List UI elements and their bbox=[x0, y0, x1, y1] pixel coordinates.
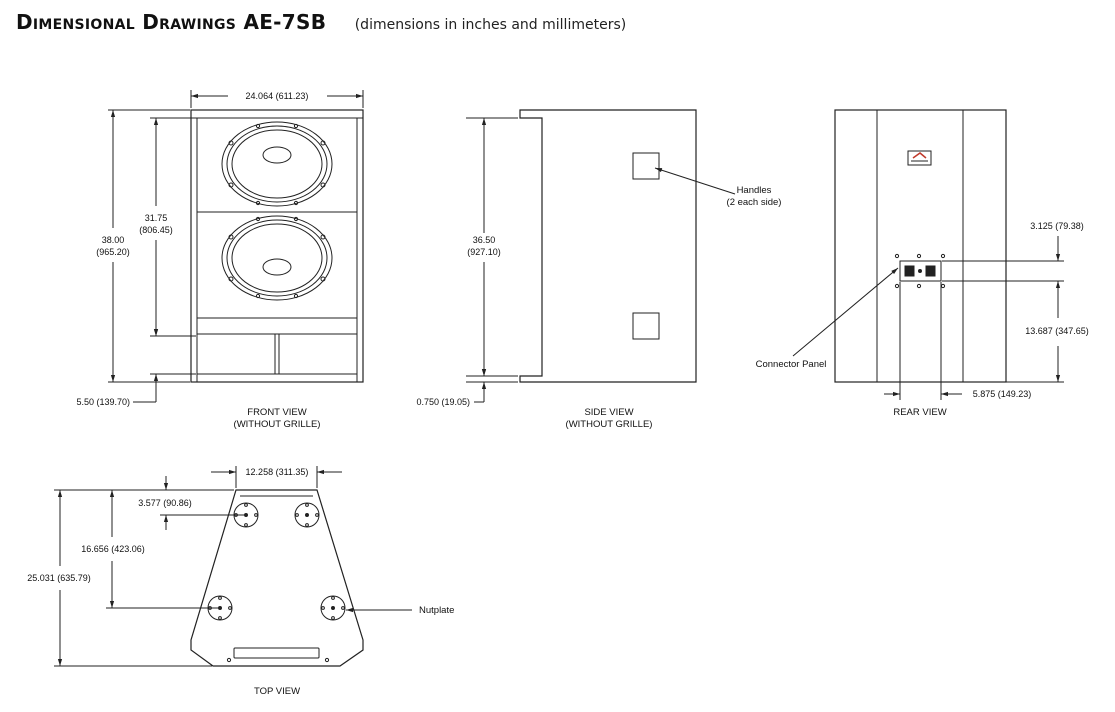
side-height-in: 36.50 bbox=[473, 235, 496, 245]
page-header: Dimensional Drawings AE-7SB (dimensions … bbox=[16, 10, 626, 40]
nutplate-rear-right bbox=[320, 595, 346, 621]
front-base-dim: 5.50 (139.70) bbox=[76, 397, 130, 407]
top-nut-inset-dim: 3.577 (90.86) bbox=[138, 498, 192, 508]
rear-view-title: REAR VIEW bbox=[893, 407, 946, 418]
front-width-dim: 24.064 (611.23) bbox=[246, 91, 309, 101]
front-view bbox=[108, 90, 364, 403]
front-woofer-mm: (806.45) bbox=[139, 225, 173, 235]
upper-handle bbox=[632, 152, 660, 180]
top-view bbox=[54, 466, 412, 667]
rear-panel-offset-dim: 5.875 (149.23) bbox=[973, 389, 1032, 399]
brand-logo bbox=[907, 150, 932, 166]
top-front-width-dim: 12.258 (311.35) bbox=[246, 467, 309, 477]
rear-view bbox=[792, 109, 1064, 400]
top-nut-span-dim: 16.656 (423.06) bbox=[81, 544, 145, 554]
front-view-title: FRONT VIEW bbox=[247, 407, 306, 418]
connector-panel-label: Connector Panel bbox=[756, 359, 827, 370]
nutplate-label: Nutplate bbox=[419, 605, 454, 616]
front-height-in: 38.00 bbox=[102, 235, 125, 245]
handles-label: Handles bbox=[737, 185, 772, 196]
nutplate-front-right bbox=[294, 502, 320, 528]
side-view bbox=[466, 109, 736, 403]
rear-panel-height-dim: 3.125 (79.38) bbox=[1030, 221, 1084, 231]
front-woofer-in: 31.75 bbox=[145, 213, 168, 223]
upper-woofer bbox=[221, 121, 333, 207]
page-subtitle: (dimensions in inches and millimeters) bbox=[354, 17, 627, 33]
front-height-mm: (965.20) bbox=[96, 247, 130, 257]
side-cabinet-outline bbox=[519, 109, 697, 383]
connector-panel bbox=[894, 253, 946, 289]
page-title: Dimensional Drawings AE-7SB bbox=[16, 10, 327, 34]
front-cabinet-outline bbox=[190, 109, 364, 383]
front-view-subtitle: (WITHOUT GRILLE) bbox=[234, 419, 321, 430]
side-bottom-dim: 0.750 (19.05) bbox=[416, 397, 470, 407]
top-view-title: TOP VIEW bbox=[254, 686, 300, 697]
lower-handle bbox=[632, 312, 660, 340]
top-slot bbox=[233, 647, 320, 659]
side-height-mm: (927.10) bbox=[467, 247, 501, 257]
top-cabinet-outline bbox=[190, 489, 364, 667]
rear-panel-elevation-dim: 13.687 (347.65) bbox=[1025, 326, 1089, 336]
rear-cabinet-outline bbox=[834, 109, 1007, 383]
side-view-subtitle: (WITHOUT GRILLE) bbox=[566, 419, 653, 430]
lower-woofer bbox=[221, 215, 333, 301]
handles-sublabel: (2 each side) bbox=[727, 197, 782, 208]
top-depth-dim: 25.031 (635.79) bbox=[27, 573, 91, 583]
side-view-title: SIDE VIEW bbox=[584, 407, 633, 418]
